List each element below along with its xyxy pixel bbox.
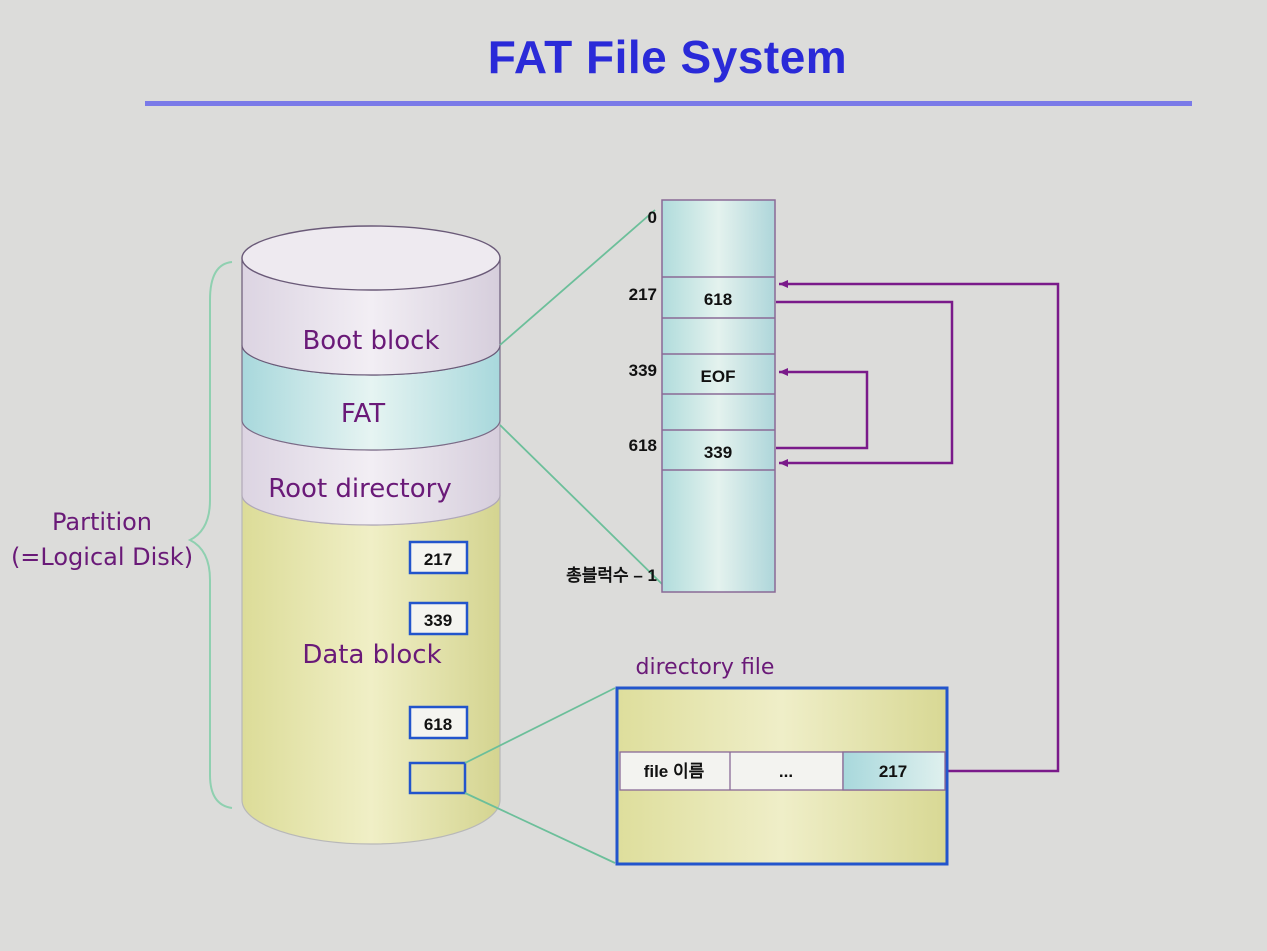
data-block-339-text: 339 xyxy=(424,611,452,630)
fat-index-339: 339 xyxy=(629,361,657,380)
partition-sublabel: (=Logical Disk) xyxy=(11,543,193,571)
root-directory-label: Root directory xyxy=(268,474,452,504)
directory-file-label: directory file xyxy=(636,655,775,680)
disk-top xyxy=(241,225,501,291)
connector-fat-bottom xyxy=(499,424,663,585)
fat-entry-339: EOF xyxy=(701,367,736,386)
arrow-217-to-618 xyxy=(776,300,954,467)
boot-block-region xyxy=(241,257,501,376)
fat-entry-217: 618 xyxy=(704,290,732,309)
fat-index-last: 총블럭수 – 1 xyxy=(566,566,657,585)
fat-index-0: 0 xyxy=(648,208,657,227)
connector-dir-top xyxy=(464,687,616,764)
directory-start-cell xyxy=(842,751,946,791)
data-block-directory xyxy=(408,761,467,795)
connector-dir-bottom xyxy=(464,792,616,864)
data-block-217-text: 217 xyxy=(424,550,452,569)
fat-label: FAT xyxy=(341,399,385,429)
arrow-dir-to-fat217 xyxy=(779,280,1060,773)
fat-index-217: 217 xyxy=(629,285,657,304)
partition-brace xyxy=(187,261,233,809)
boot-block-label: Boot block xyxy=(302,326,439,356)
page-title: FAT File System xyxy=(487,31,848,83)
data-block-618: 618 xyxy=(408,705,469,740)
directory-entry-name: file 이름 xyxy=(644,762,705,781)
connector-fat-top xyxy=(499,209,656,346)
data-block-339: 339 xyxy=(408,601,469,636)
fat-entry-618: 339 xyxy=(704,443,732,462)
directory-entry-ellipsis: ... xyxy=(779,762,793,781)
fat-table xyxy=(661,199,776,593)
partition-label: Partition xyxy=(52,508,152,536)
title-underline xyxy=(145,101,1192,106)
directory-entry-start-block: 217 xyxy=(879,762,907,781)
data-block-618-text: 618 xyxy=(424,715,452,734)
data-block-217: 217 xyxy=(408,540,469,575)
data-block-label: Data block xyxy=(302,640,441,670)
fat-index-618: 618 xyxy=(629,436,657,455)
arrow-618-to-339 xyxy=(776,368,869,450)
